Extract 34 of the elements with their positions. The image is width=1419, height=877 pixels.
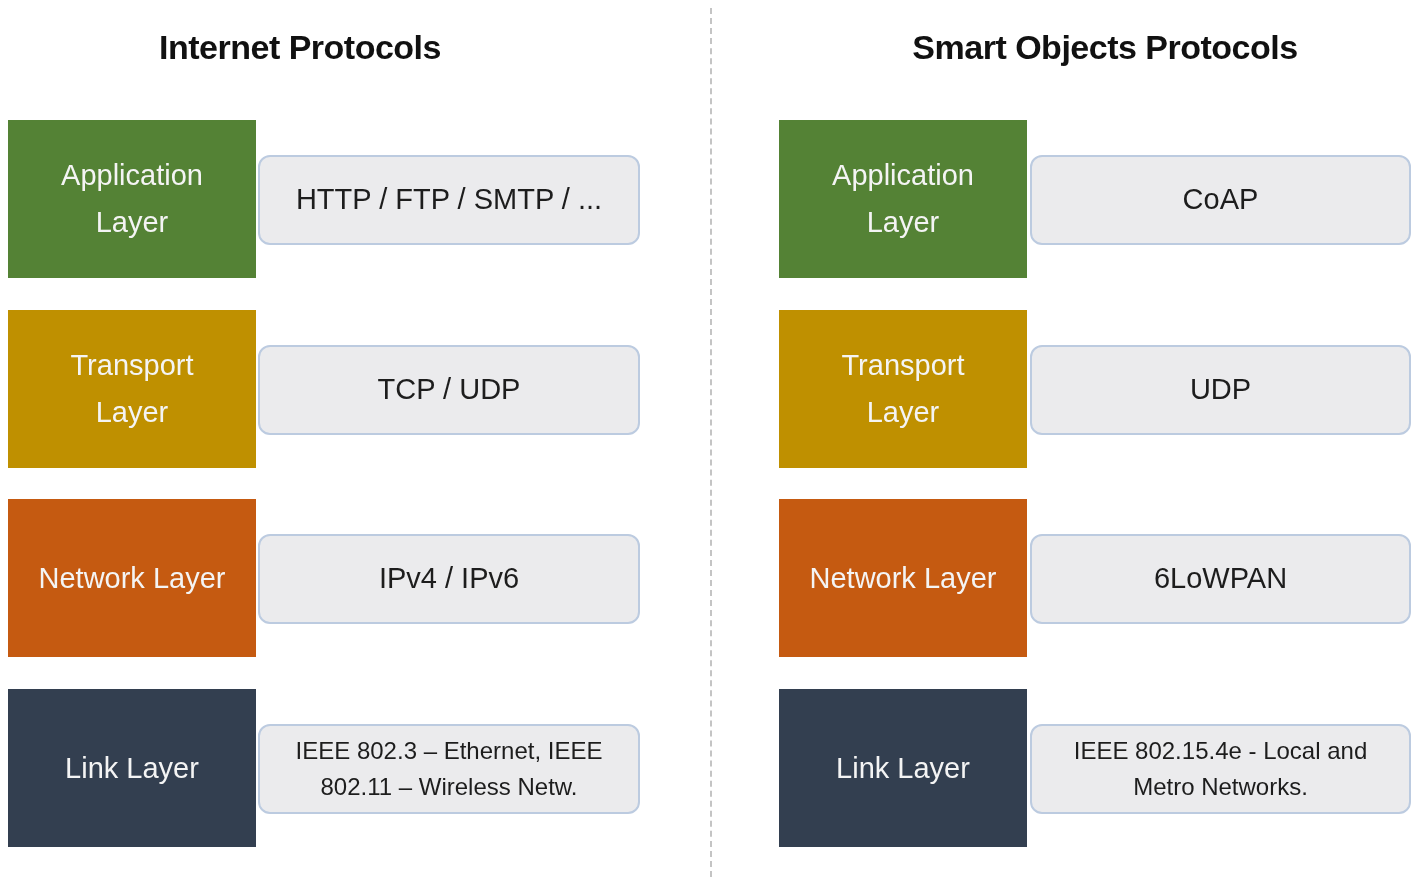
layer-box bbox=[779, 689, 1027, 847]
protocol-label: IPv4 / IPv6 bbox=[378, 561, 520, 597]
protocol-label: TCP / UDP bbox=[377, 372, 521, 408]
layer-box bbox=[8, 120, 256, 278]
layer-box bbox=[779, 310, 1027, 468]
layer-box bbox=[8, 689, 256, 847]
protocol-label: 6LoWPAN bbox=[1153, 561, 1288, 597]
layer-label: Transport Layer bbox=[69, 348, 195, 430]
layer-label: Application Layer bbox=[60, 158, 204, 240]
protocol-box bbox=[1030, 534, 1411, 624]
layer-label: Application Layer bbox=[831, 158, 975, 240]
layer-box bbox=[779, 499, 1027, 657]
protocol-box bbox=[258, 345, 640, 435]
layer-label: Network Layer bbox=[38, 560, 226, 596]
protocol-box bbox=[1030, 345, 1411, 435]
protocol-box bbox=[1030, 724, 1411, 814]
protocol-box bbox=[258, 534, 640, 624]
layer-box bbox=[8, 310, 256, 468]
layer-label: Link Layer bbox=[65, 750, 199, 786]
protocol-label: IEEE 802.15.4e - Local and Metro Networks. bbox=[1072, 736, 1369, 802]
protocol-label: IEEE 802.3 – Ethernet, IEEE 802.11 – Wireless Netw. bbox=[294, 736, 604, 802]
protocol-box bbox=[258, 724, 640, 814]
protocol-box bbox=[258, 155, 640, 245]
layer-label: Network Layer bbox=[809, 560, 997, 596]
protocol-label: UDP bbox=[1189, 372, 1252, 408]
layer-label: Link Layer bbox=[836, 750, 970, 786]
protocol-label: HTTP / FTP / SMTP / ... bbox=[295, 182, 603, 218]
column-heading: Internet Protocols bbox=[158, 28, 442, 67]
layer-box bbox=[779, 120, 1027, 278]
layer-label: Transport Layer bbox=[840, 348, 966, 430]
column-heading: Smart Objects Protocols bbox=[911, 28, 1299, 67]
protocol-label: CoAP bbox=[1182, 182, 1259, 218]
layer-box bbox=[8, 499, 256, 657]
protocol-box bbox=[1030, 155, 1411, 245]
